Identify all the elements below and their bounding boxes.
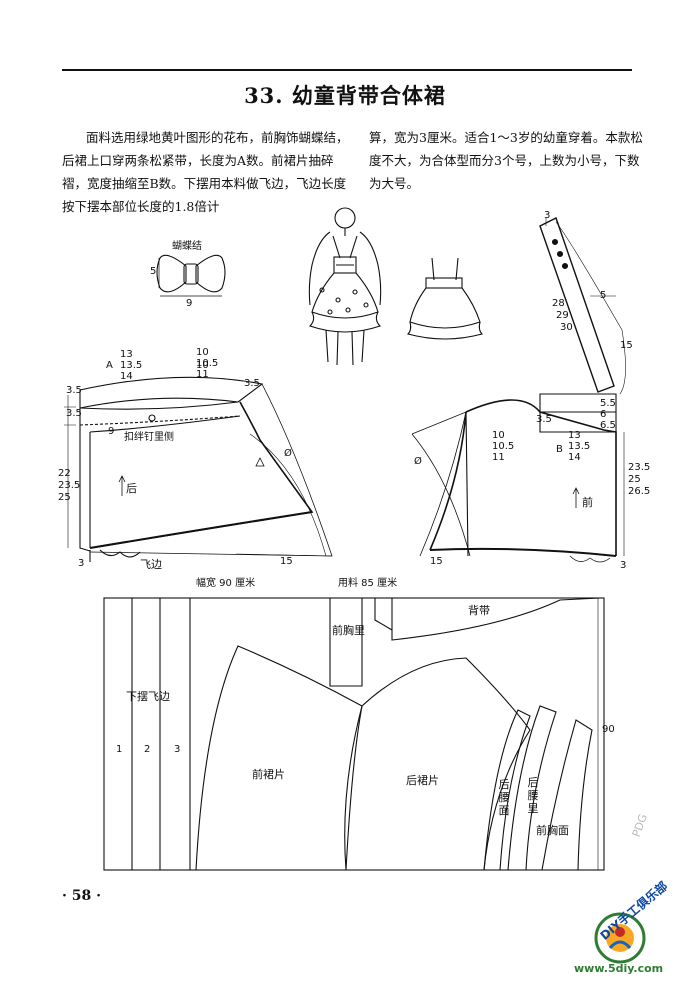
strap-w5: 5: [600, 290, 607, 301]
bow-width: 9: [186, 298, 193, 309]
front-top-1b: 10.5: [196, 358, 219, 369]
strap-len-3: 30: [560, 322, 573, 333]
bow-height: 5: [150, 266, 157, 277]
front-bodice-h: 3.5: [536, 414, 552, 425]
back-skirt-label: 后裙片: [406, 774, 439, 787]
strap-len-2: 29: [556, 310, 569, 321]
front-right-3: 6.5: [600, 420, 616, 431]
front-frill-3: 3: [620, 560, 627, 571]
club-logo: [594, 912, 646, 964]
back-A-label: A: [106, 360, 113, 371]
front-B-label: B: [556, 444, 563, 455]
front-dart-3: 11: [492, 452, 505, 463]
intro-text-right: 算，宽为3厘米。适合1～3岁的幼童穿着。本款松度不大，为合体型而分3个号，上数为…: [369, 130, 643, 191]
header-rule: [62, 69, 632, 71]
front-length-1: 23.5: [628, 462, 651, 473]
club-site: www.5diy.com: [574, 962, 664, 975]
front-B-val-1: 13: [568, 430, 581, 441]
front-direction: 前: [582, 496, 593, 509]
page-number: · 58 ·: [62, 888, 101, 904]
back-A-val-3: 14: [120, 371, 133, 382]
strap-side15: 15: [620, 340, 633, 351]
intro-text-left: 面料选用绿地黄叶图形的花布，前胸饰蝴蝶结，后裙上口穿两条松紧带，长度为A数。前裙…: [62, 130, 349, 214]
fabric-width: 幅宽 90 厘米: [196, 578, 256, 589]
back-band-9: 9: [108, 426, 115, 437]
back-waist-lining-label: 后腰里: [527, 776, 539, 815]
frill-num-1: 1: [116, 744, 123, 755]
front-top-2: 11: [196, 369, 209, 380]
front-top-0: 10: [196, 347, 209, 358]
front-length-2: 25: [628, 474, 641, 485]
back-side-top: 3.5: [244, 378, 260, 389]
back-frill-3: 3: [78, 558, 85, 569]
layout-height: 90: [602, 724, 615, 735]
front-top-1: 10: [196, 360, 209, 371]
front-hem-15: 15: [430, 556, 443, 567]
front-B-val-3: 14: [568, 452, 581, 463]
strap-len-1: 28: [552, 298, 565, 309]
back-circle: Ø: [284, 448, 292, 459]
back-length-3: 25: [58, 492, 71, 503]
chest-lining-label: 前胸里: [332, 624, 365, 637]
back-length-1: 22: [58, 468, 71, 479]
front-B-val-2: 13.5: [568, 441, 591, 452]
fabric-usage: 用料 85 厘米: [338, 578, 398, 589]
strap-layout-label: 背带: [468, 604, 490, 617]
frill-num-3: 3: [174, 744, 181, 755]
front-dart-2: 10.5: [492, 441, 515, 452]
front-dart-1: 10: [492, 430, 505, 441]
strap-top: 3: [544, 210, 551, 221]
back-hem-15: 15: [280, 556, 293, 567]
button-label: 扣绊钉里侧: [124, 432, 174, 443]
back-waist-face-label: 后腰面: [498, 778, 510, 817]
back-A-val-1: 13: [120, 349, 133, 360]
front-right-1: 5.5: [600, 398, 616, 409]
front-right-2: 6: [600, 409, 607, 420]
back-dim-2: 3.5: [66, 408, 82, 419]
back-A-val-2: 13.5: [120, 360, 143, 371]
bow-label: 蝴蝶结: [172, 241, 202, 252]
front-skirt-label: 前裙片: [252, 768, 285, 781]
page-title: 33. 幼童背带合体裙: [244, 83, 446, 108]
frill-num-2: 2: [144, 744, 151, 755]
back-dim-1: 3.5: [66, 385, 82, 396]
front-circle: Ø: [414, 456, 422, 467]
back-direction: 后: [126, 482, 137, 495]
back-frill-label: 飞边: [140, 558, 162, 571]
front-length-3: 26.5: [628, 486, 651, 497]
front-chest-face-label: 前胸面: [536, 824, 569, 837]
back-length-2: 23.5: [58, 480, 81, 491]
frill-strip-label: 下摆飞边: [126, 690, 170, 703]
